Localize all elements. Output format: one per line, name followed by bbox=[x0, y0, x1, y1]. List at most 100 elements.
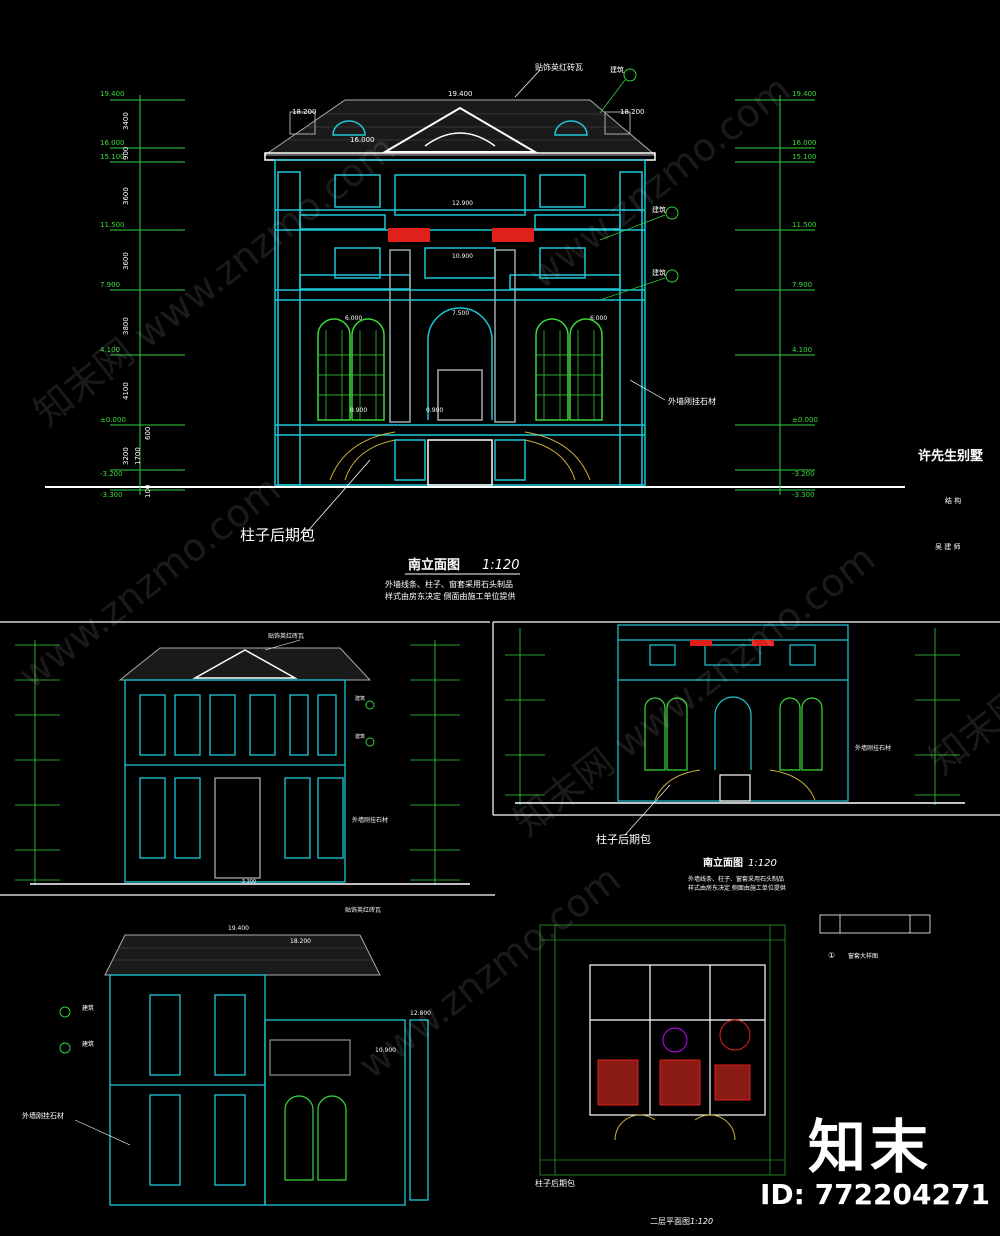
floor-elev-labels: 12.900 10.900 7.500 6.000 6.000 0.900 0.… bbox=[345, 200, 607, 414]
column-note: 柱子后期包 bbox=[240, 526, 315, 544]
elev-label: -3.300 bbox=[240, 879, 256, 885]
elev-label: 12.800 bbox=[410, 1010, 431, 1017]
build-label: 建筑 bbox=[82, 1004, 94, 1012]
elev-label: 16.000 bbox=[350, 136, 375, 144]
dim-label: 3200 bbox=[122, 447, 130, 465]
column-note: 柱子后期包 bbox=[596, 832, 651, 846]
wall-note: 外墙刚挂石材 bbox=[668, 396, 716, 406]
drawing-title: 南立面图 bbox=[703, 856, 743, 869]
elev-label: 19.400 bbox=[792, 90, 817, 98]
build-label: 建筑 bbox=[652, 205, 666, 214]
roof-note: 贴饰英红砖瓦 bbox=[345, 906, 381, 914]
column-note: 柱子后期包 bbox=[535, 1178, 575, 1188]
wall-note: 外墙刚挂石材 bbox=[855, 744, 891, 752]
elev-label: 7.500 bbox=[452, 310, 469, 317]
elev-label: -3.200 bbox=[100, 470, 123, 478]
detail-caption: 窗套大样图 bbox=[848, 952, 878, 960]
build-label: 建筑 bbox=[610, 65, 624, 74]
elev-label: -3.300 bbox=[792, 491, 815, 499]
elev-label: 18.200 bbox=[290, 938, 311, 945]
image-id: ID: 772204271 bbox=[760, 1178, 990, 1211]
elev-label: 4.100 bbox=[792, 346, 812, 354]
note-line-1: 外墙线条、柱子、窗套采用石头制品 bbox=[688, 875, 784, 883]
build-label: 建筑 bbox=[355, 733, 365, 740]
elev-label: 10.900 bbox=[375, 1047, 396, 1054]
elev-label: 4.100 bbox=[100, 346, 120, 354]
elev-label: 7.900 bbox=[792, 281, 812, 289]
note-line-1: 外墙线条、柱子、窗套采用石头制品 bbox=[385, 579, 513, 589]
elev-label: 15.100 bbox=[100, 153, 125, 161]
mid-left-elevation: 贴饰英红砖瓦 建筑 建筑 外墙刚挂石材 -3.300 bbox=[15, 632, 470, 885]
dim-label: 3600 bbox=[122, 187, 130, 205]
curved-stairs bbox=[329, 431, 591, 481]
brand-logo: 知末 bbox=[808, 1113, 933, 1181]
dim-label: 100 bbox=[144, 485, 152, 498]
elev-label: 6.000 bbox=[590, 315, 607, 322]
left-dimension-labels: 3400 900 3600 3600 3800 4100 600 1700 32… bbox=[122, 112, 152, 498]
note-line-2: 样式由房东决定 侧面由施工单位提供 bbox=[385, 591, 516, 601]
elev-label: 12.900 bbox=[452, 200, 473, 207]
elev-label: 19.400 bbox=[228, 925, 249, 932]
wall-note: 外墙刚挂石材 bbox=[22, 1111, 64, 1120]
drawing-scale: 1:120 bbox=[482, 558, 519, 573]
leader-labels: 建筑 建筑 外墙刚挂石材 柱子后期包 bbox=[240, 205, 716, 544]
roof-note: 贴饰英红砖瓦 bbox=[535, 62, 583, 72]
dim-label: 3600 bbox=[122, 252, 130, 270]
title-block: 许先生别墅 结 构 吴 建 师 bbox=[918, 448, 983, 551]
top-south-elevation: 19.400 16.000 15.100 11.500 7.900 4.100 … bbox=[45, 62, 983, 601]
detail-label: ① bbox=[828, 951, 835, 960]
elev-label: 0.900 bbox=[350, 407, 367, 414]
plan-scale: 1:120 bbox=[690, 1217, 713, 1226]
building-body bbox=[274, 159, 646, 486]
arched-windows bbox=[317, 318, 603, 421]
elev-label: ±0.000 bbox=[792, 416, 818, 424]
bottom-left-elevation: 贴饰英红砖瓦 19.400 18.200 12.800 10.900 建筑 建筑… bbox=[22, 906, 431, 1206]
dim-label: 3400 bbox=[122, 112, 130, 130]
dim-label: 1700 bbox=[134, 447, 142, 465]
floor-plan: 柱子后期包 二层平面图 1:120 ① 窗套大样图 bbox=[535, 914, 931, 1226]
dim-label: 4100 bbox=[122, 382, 130, 400]
left-level-labels: 19.400 16.000 15.100 11.500 7.900 4.100 … bbox=[100, 90, 126, 499]
left-level-ruler bbox=[110, 95, 185, 495]
elev-label: -3.300 bbox=[100, 491, 123, 499]
role-label: 结 构 bbox=[945, 496, 961, 505]
dim-label: 3800 bbox=[122, 317, 130, 335]
plan-title: 二层平面图 bbox=[650, 1217, 690, 1226]
elev-label: -3.200 bbox=[792, 470, 815, 478]
role-label: 吴 建 师 bbox=[935, 542, 960, 551]
elev-label: 10.900 bbox=[452, 253, 473, 260]
elev-label: 0.900 bbox=[426, 407, 443, 414]
dim-label: 600 bbox=[144, 427, 152, 440]
panel-borders bbox=[0, 621, 1000, 896]
elev-label: 11.500 bbox=[792, 221, 817, 229]
elev-label: 19.400 bbox=[448, 90, 473, 98]
build-label: 建筑 bbox=[355, 695, 365, 702]
elev-label: ±0.000 bbox=[100, 416, 126, 424]
elevation-title: 南立面图 1:120 外墙线条、柱子、窗套采用石头制品 样式由房东决定 侧面由施… bbox=[385, 557, 520, 601]
drawing-scale: 1:120 bbox=[748, 858, 777, 869]
drawing-title: 南立面图 bbox=[408, 557, 460, 573]
elev-label: 16.000 bbox=[100, 139, 125, 147]
project-name: 许先生别墅 bbox=[918, 448, 983, 464]
dim-label: 900 bbox=[122, 147, 130, 160]
elev-label: 7.900 bbox=[100, 281, 120, 289]
build-label: 建筑 bbox=[82, 1040, 94, 1048]
roof-labels: 19.400 18.200 18.200 16.000 贴饰英红砖瓦 建筑 bbox=[292, 62, 645, 144]
elev-label: 18.200 bbox=[292, 108, 317, 116]
build-label: 建筑 bbox=[652, 268, 666, 277]
roof bbox=[263, 99, 657, 161]
elev-label: 18.200 bbox=[620, 108, 645, 116]
elev-label: 11.500 bbox=[100, 221, 125, 229]
mid-right-elevation: 外墙刚挂石材 柱子后期包 南立面图 1:120 外墙线条、柱子、窗套采用石头制品… bbox=[505, 624, 965, 892]
elev-label: 6.000 bbox=[345, 315, 362, 322]
elev-label: 19.400 bbox=[100, 90, 125, 98]
elev-label: 16.000 bbox=[792, 139, 817, 147]
right-level-labels: 19.400 16.000 15.100 11.500 7.900 4.100 … bbox=[792, 90, 818, 499]
note-line-2: 样式由房东决定 侧面由施工单位提供 bbox=[688, 884, 786, 892]
wall-note: 外墙刚挂石材 bbox=[352, 816, 388, 824]
roof-note: 贴饰英红砖瓦 bbox=[268, 632, 304, 640]
right-level-ruler bbox=[735, 95, 815, 495]
elev-label: 15.100 bbox=[792, 153, 817, 161]
column-capitals bbox=[388, 228, 534, 242]
